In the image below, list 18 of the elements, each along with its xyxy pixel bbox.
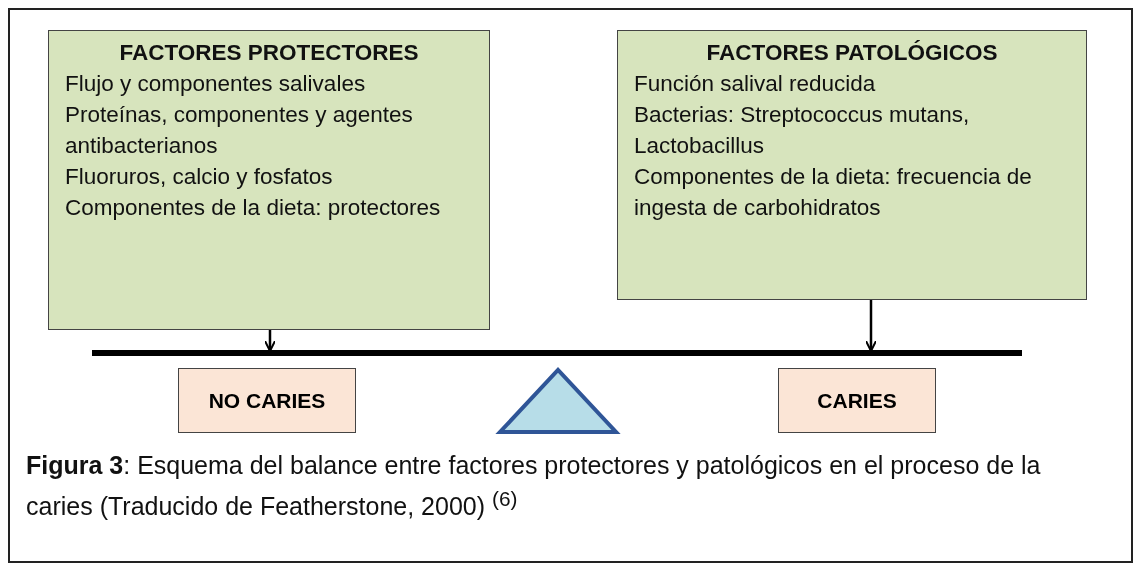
factor-item: Componentes de la dieta: frecuencia de ingesta de carbohidratos [634,163,1033,222]
arrow [264,330,276,352]
factor-item: Función salival reducida [634,70,877,98]
factor-box [617,30,1087,300]
figure-caption: Figura 3: Esquema del balance entre factores protectores y patológicos en el proceso de la caries (Traducido de Featherstone, 2000) $^{(6)}$ [26,450,1042,523]
factor-item: Bacterias: Streptococcus mutans, Lactobacillus [634,101,971,160]
outcome-box: CARIES [778,368,936,433]
fulcrum-triangle [495,367,621,434]
outcome-box: NO CARIES [178,368,356,433]
box-heading: FACTORES PATOLÓGICOS [705,39,999,67]
factor-item: Flujo y componentes salivales [65,70,367,98]
box-heading: FACTORES PROTECTORES [118,39,420,67]
arrow [865,300,877,352]
factor-item: Componentes de la dieta: protectores [65,194,442,222]
factor-item: Proteínas, componentes y agentes antibacterianos [65,101,414,160]
factor-item: Fluoruros, calcio y fosfatos [65,163,334,191]
factor-box [48,30,490,330]
balance-beam [92,350,1022,356]
